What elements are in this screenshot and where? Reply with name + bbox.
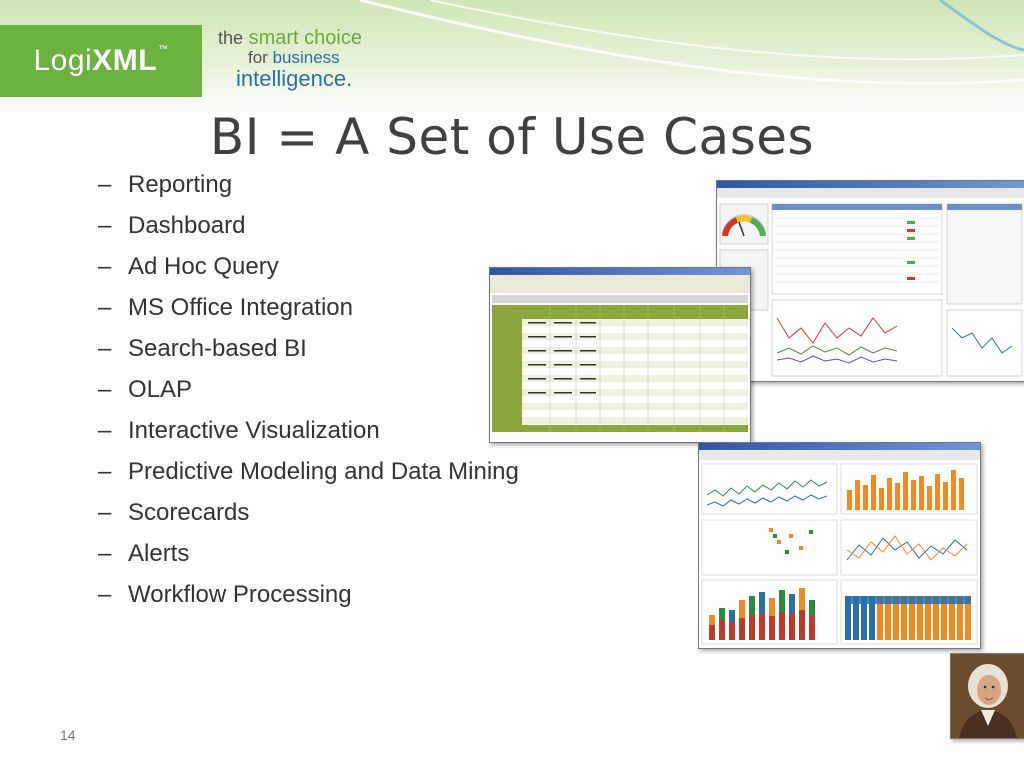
bullet-text: Search-based BI — [128, 335, 307, 362]
slide-title: BI = A Set of Use Cases — [209, 108, 815, 166]
bullet-dash: – — [98, 294, 112, 321]
bullet-text: MS Office Integration — [128, 294, 353, 321]
portrait-painting — [950, 653, 1024, 739]
tagline-intelligence: intelligence. — [236, 65, 353, 91]
logo-text-bold: XML — [92, 44, 158, 77]
bullet-text: Scorecards — [128, 499, 250, 526]
olap-report-viewer-screenshot — [489, 267, 751, 443]
logo-trademark: ™ — [158, 44, 169, 55]
bullet-dash: – — [98, 458, 112, 485]
dashboard-screenshot — [716, 180, 1024, 382]
bullet-item: –OLAP — [98, 373, 519, 414]
bullet-dash: – — [98, 376, 112, 403]
bullet-dash: – — [98, 540, 112, 567]
bullet-dash: – — [98, 212, 112, 239]
bullet-item: –Interactive Visualization — [98, 414, 519, 455]
bullet-item: –Reporting — [98, 168, 519, 209]
bullet-dash: – — [98, 581, 112, 608]
bullet-item: –Search-based BI — [98, 332, 519, 373]
bullet-text: Ad Hoc Query — [128, 253, 279, 280]
bullet-text: Predictive Modeling and Data Mining — [128, 458, 519, 485]
bullet-dash: – — [98, 499, 112, 526]
bullet-list: –Reporting–Dashboard–Ad Hoc Query–MS Off… — [98, 168, 519, 619]
bullet-text: Workflow Processing — [128, 581, 352, 608]
bullet-text: Reporting — [128, 171, 233, 198]
bullet-item: –Ad Hoc Query — [98, 250, 519, 291]
slide-number: 14 — [60, 727, 76, 743]
bullet-item: –Predictive Modeling and Data Mining — [98, 455, 519, 496]
bullet-text: Alerts — [128, 540, 190, 567]
bullet-text: OLAP — [128, 376, 193, 403]
bullet-text: Dashboard — [128, 212, 246, 239]
bullet-dash: – — [98, 253, 112, 280]
logixml-logo: LogiXML™ — [0, 25, 202, 97]
bullet-item: –Alerts — [98, 537, 519, 578]
bullet-item: –Scorecards — [98, 496, 519, 537]
tagline-smart-choice: smart choice — [248, 27, 362, 49]
tagline-for: for — [248, 48, 268, 67]
bullet-item: –Workflow Processing — [98, 578, 519, 619]
logo-text: Logi — [33, 44, 93, 77]
bullet-dash: – — [98, 335, 112, 362]
tagline-business: business — [272, 48, 340, 67]
training-dashboard-screenshot — [698, 442, 981, 649]
tagline-the: the — [218, 28, 244, 48]
tagline: the smart choice for business intelligen… — [218, 28, 362, 90]
bullet-text: Interactive Visualization — [128, 417, 380, 444]
bullet-item: –MS Office Integration — [98, 291, 519, 332]
bullet-item: –Dashboard — [98, 209, 519, 250]
bullet-dash: – — [98, 171, 112, 198]
bullet-dash: – — [98, 417, 112, 444]
header-swoosh — [359, 0, 1024, 85]
